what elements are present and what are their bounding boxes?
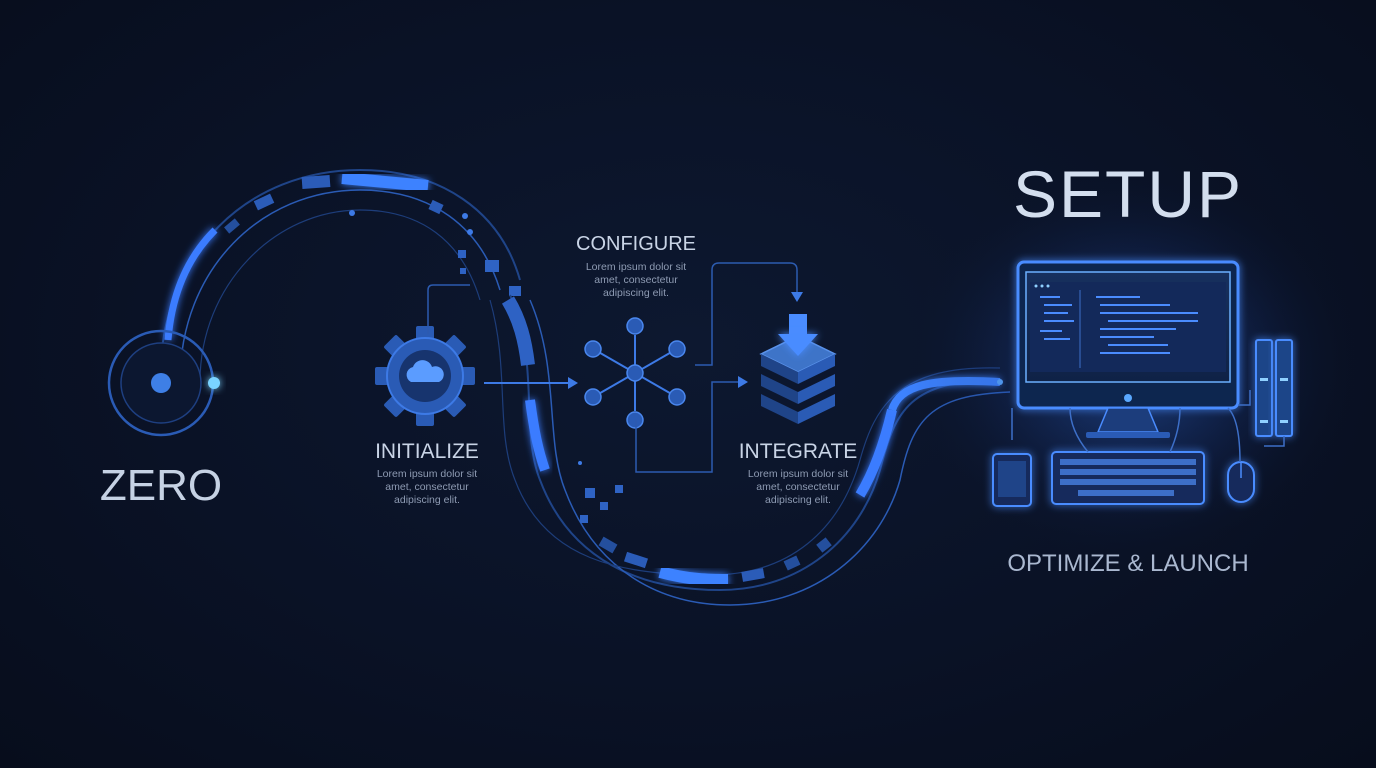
step-desc-integrate-3: adipiscing elit.: [765, 494, 831, 506]
initialize-connector: [427, 284, 470, 334]
step-desc-configure-1: Lorem ipsum dolor sit: [586, 261, 686, 273]
network-nodes-icon: [584, 317, 686, 429]
arrow-head: [568, 377, 578, 389]
gear-cloud-icon: [375, 326, 475, 426]
step-title-initialize: INITIALIZE: [375, 440, 479, 463]
configure-to-integrate: [695, 262, 798, 366]
step-desc-initialize-2: amet, consectetur: [385, 481, 469, 493]
step-desc-configure-3: adipiscing elit.: [603, 287, 669, 299]
arrow-head: [738, 376, 748, 388]
step-desc-initialize-1: Lorem ipsum dolor sit: [377, 468, 477, 480]
start-label: ZERO: [100, 461, 222, 510]
step-title-integrate: INTEGRATE: [739, 440, 858, 463]
step-desc-initialize-3: adipiscing elit.: [394, 494, 460, 506]
start-arc: [159, 168, 521, 383]
arrow-head: [791, 292, 803, 302]
step-desc-integrate-1: Lorem ipsum dolor sit: [748, 468, 848, 480]
step-desc-configure-2: amet, consectetur: [594, 274, 678, 286]
zero-node: [107, 329, 220, 437]
database-download-icon: [759, 314, 837, 424]
step-desc-integrate-2: amet, consectetur: [756, 481, 840, 493]
final-step-label: OPTIMIZE & LAUNCH: [1007, 550, 1248, 577]
configure-connector: [635, 381, 745, 473]
step-title-configure: CONFIGURE: [576, 233, 696, 255]
end-label: SETUP: [1013, 157, 1243, 231]
computer-workstation-icon: [992, 260, 1293, 507]
